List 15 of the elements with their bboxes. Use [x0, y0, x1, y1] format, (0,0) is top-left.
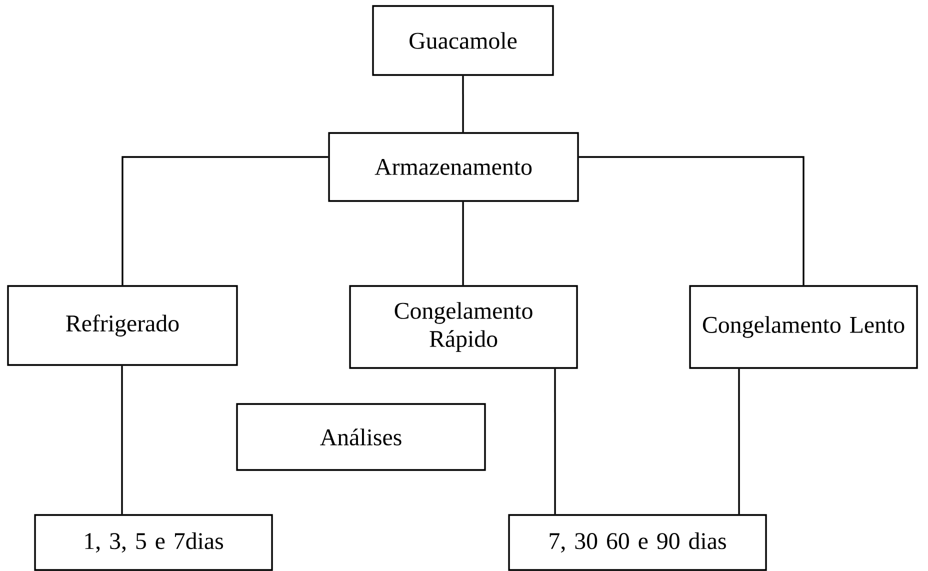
connector-line — [554, 368, 556, 514]
connector-line — [738, 368, 740, 514]
connector-line — [121, 366, 123, 514]
process-box: Armazenamento — [328, 132, 579, 202]
result-box: 1, 3, 5 e 7dias — [34, 514, 273, 571]
process-box: Análises — [236, 403, 486, 471]
result-box: 7, 30 60 e 90 dias — [508, 514, 767, 571]
connector-line — [578, 156, 804, 286]
connector-line — [462, 76, 464, 132]
process-box: Congelamento Rápido — [349, 285, 578, 369]
connector-line — [122, 156, 328, 286]
process-box: Refrigerado — [7, 285, 238, 366]
process-box: Guacamole — [372, 5, 554, 76]
connector-line — [462, 202, 464, 286]
process-box: Congelamento Lento — [689, 285, 918, 369]
